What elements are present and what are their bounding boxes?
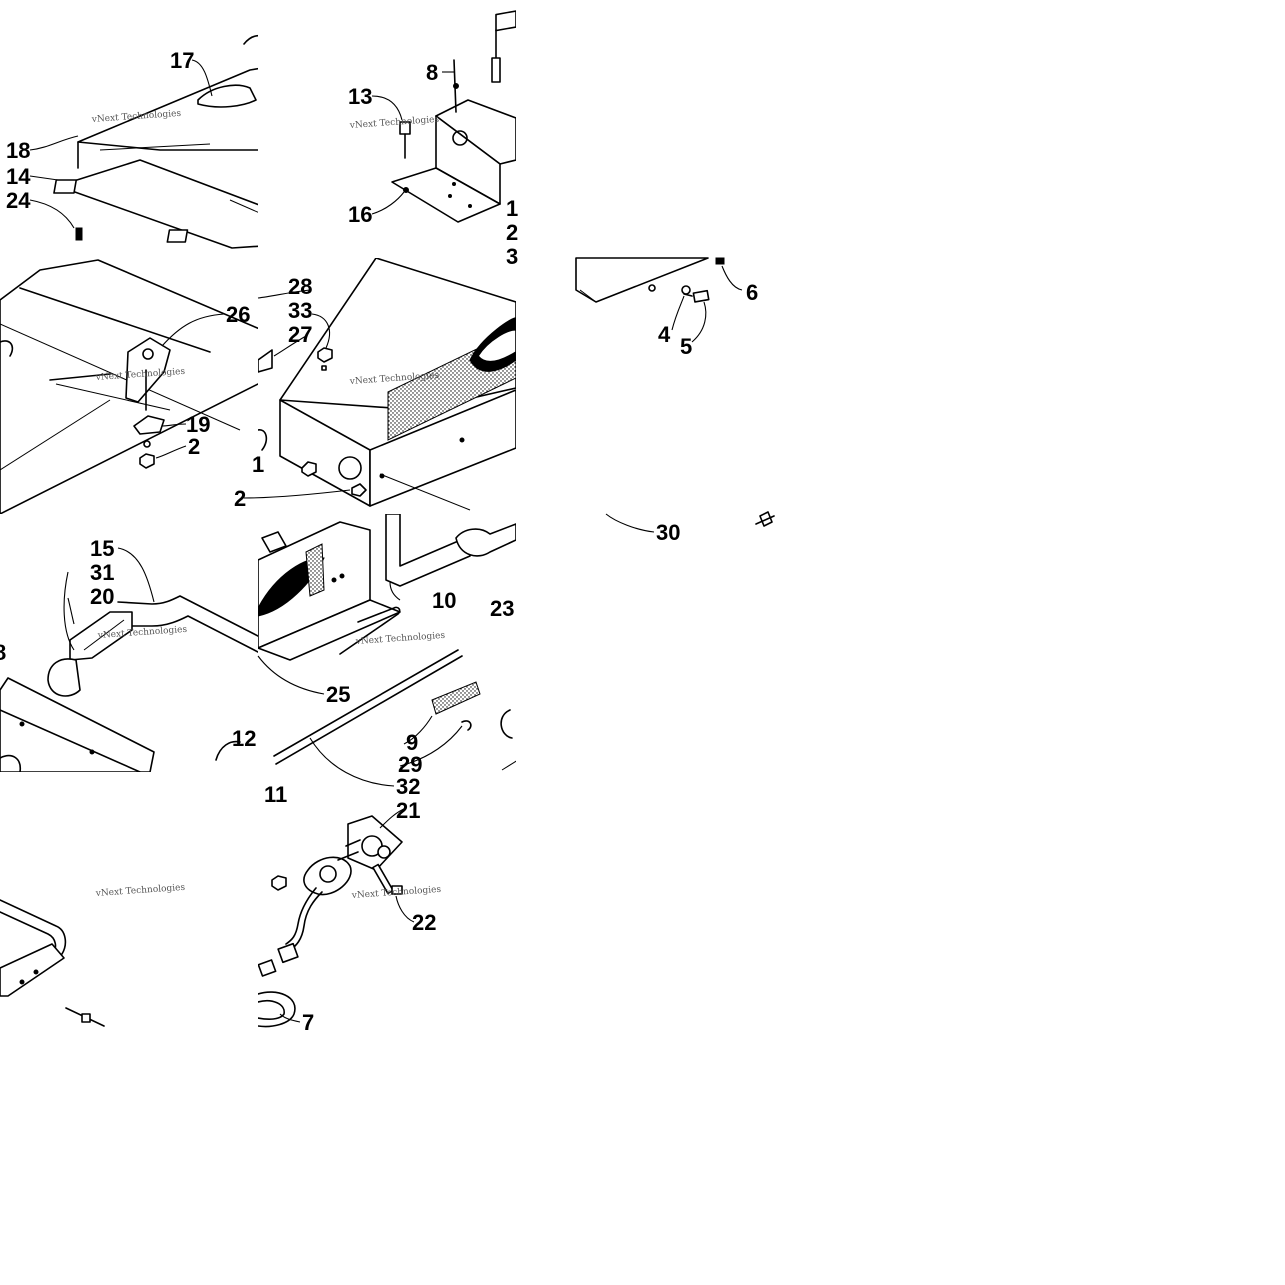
connector xyxy=(277,942,299,964)
callout-7: 7 xyxy=(302,1010,314,1035)
clip-24 xyxy=(75,227,83,241)
rod-25 xyxy=(339,606,401,655)
callout-19: 19 xyxy=(186,412,210,437)
callout-2-mid: 2 xyxy=(234,486,246,511)
callout-labels: 17 18 14 24 13 8 16 1 2 3 28 33 27 26 19… xyxy=(0,48,758,1035)
callout-5: 5 xyxy=(680,334,692,359)
callout-1-mid: 1 xyxy=(252,452,264,477)
bracket-10 xyxy=(385,514,471,587)
callout-8: 8 xyxy=(426,60,438,85)
end-cap-31 xyxy=(47,658,81,697)
clip-13 xyxy=(399,121,411,159)
chassis-front xyxy=(369,389,516,507)
callout-22: 22 xyxy=(412,910,436,935)
nut-2 xyxy=(139,453,155,469)
callout-27: 27 xyxy=(288,322,312,347)
tile-top-cover xyxy=(53,34,258,249)
callout-28: 28 xyxy=(288,274,312,299)
screw-22 xyxy=(372,863,403,895)
callout-4: 4 xyxy=(658,322,671,347)
trim-9 xyxy=(431,681,481,715)
callout-2-hood: 2 xyxy=(188,434,200,459)
callout-8-left: 8 xyxy=(0,640,6,665)
strap-top xyxy=(243,34,258,45)
panel-slot-a xyxy=(53,179,78,194)
tile-bumper xyxy=(0,595,258,772)
callout-25: 25 xyxy=(326,682,350,707)
tile-hood xyxy=(0,259,258,514)
hood-bracket-26 xyxy=(125,337,171,403)
bolt-5 xyxy=(683,289,710,303)
panel-14 xyxy=(57,159,258,249)
clip-6 xyxy=(715,257,725,265)
callout-18: 18 xyxy=(6,138,30,163)
bolt-head-2 xyxy=(351,483,367,497)
nut-33 xyxy=(317,347,333,363)
cable-loop-7 xyxy=(258,991,296,1028)
frame-rail xyxy=(0,677,155,772)
callout-15: 15 xyxy=(90,536,114,561)
tile-small-bracket xyxy=(575,257,775,527)
callout-23: 23 xyxy=(490,596,514,621)
washer-4 xyxy=(681,285,691,295)
callout-9: 9 xyxy=(406,730,418,755)
cover-panel-17 xyxy=(77,67,258,151)
bolt-upper xyxy=(491,29,501,83)
tile-chassis xyxy=(228,258,516,511)
callout-32: 32 xyxy=(396,774,420,799)
nut-left-2 xyxy=(301,461,317,477)
tile-bracket xyxy=(391,10,516,223)
tile-harness xyxy=(258,815,403,1028)
panel-slot-b xyxy=(166,229,189,243)
leader-lines xyxy=(29,59,743,1023)
tile-chassis-front xyxy=(258,514,516,771)
tile-frame-loop xyxy=(0,899,105,1027)
frame-loop xyxy=(0,899,67,989)
callout-6: 6 xyxy=(746,280,758,305)
bracket-base xyxy=(391,167,501,223)
callout-17: 17 xyxy=(170,48,194,73)
mount-23 xyxy=(455,523,516,557)
callout-14: 14 xyxy=(6,164,31,189)
watermark-2: vNext Technologies xyxy=(349,115,440,131)
callout-21: 21 xyxy=(396,798,420,823)
watermark-6: vNext Technologies xyxy=(355,631,446,647)
connector-mate xyxy=(258,959,277,977)
latch-small xyxy=(261,531,287,553)
callout-13: 13 xyxy=(348,84,372,109)
harness-wire xyxy=(289,891,323,951)
callout-10: 10 xyxy=(432,588,456,613)
callout-12: 12 xyxy=(232,726,256,751)
callout-3-top: 3 xyxy=(506,244,518,269)
cover-grip-17 xyxy=(197,84,257,108)
bolt-1 xyxy=(228,396,236,444)
watermark-7: vNext Technologies xyxy=(95,883,186,899)
callout-29: 29 xyxy=(398,752,422,777)
callout-33: 33 xyxy=(288,298,312,323)
bumper-tube-15 xyxy=(117,595,258,637)
callout-11: 11 xyxy=(264,782,287,807)
nut-harness xyxy=(271,875,287,891)
callout-20: 20 xyxy=(90,584,114,609)
latch-27 xyxy=(258,349,273,373)
callout-24: 24 xyxy=(6,188,31,213)
callout-1-top: 1 xyxy=(506,196,518,221)
callout-30: 30 xyxy=(656,520,680,545)
callout-2-top: 2 xyxy=(506,220,518,245)
callout-31: 31 xyxy=(90,560,114,585)
callout-16: 16 xyxy=(348,202,372,227)
callout-26: 26 xyxy=(226,302,250,327)
